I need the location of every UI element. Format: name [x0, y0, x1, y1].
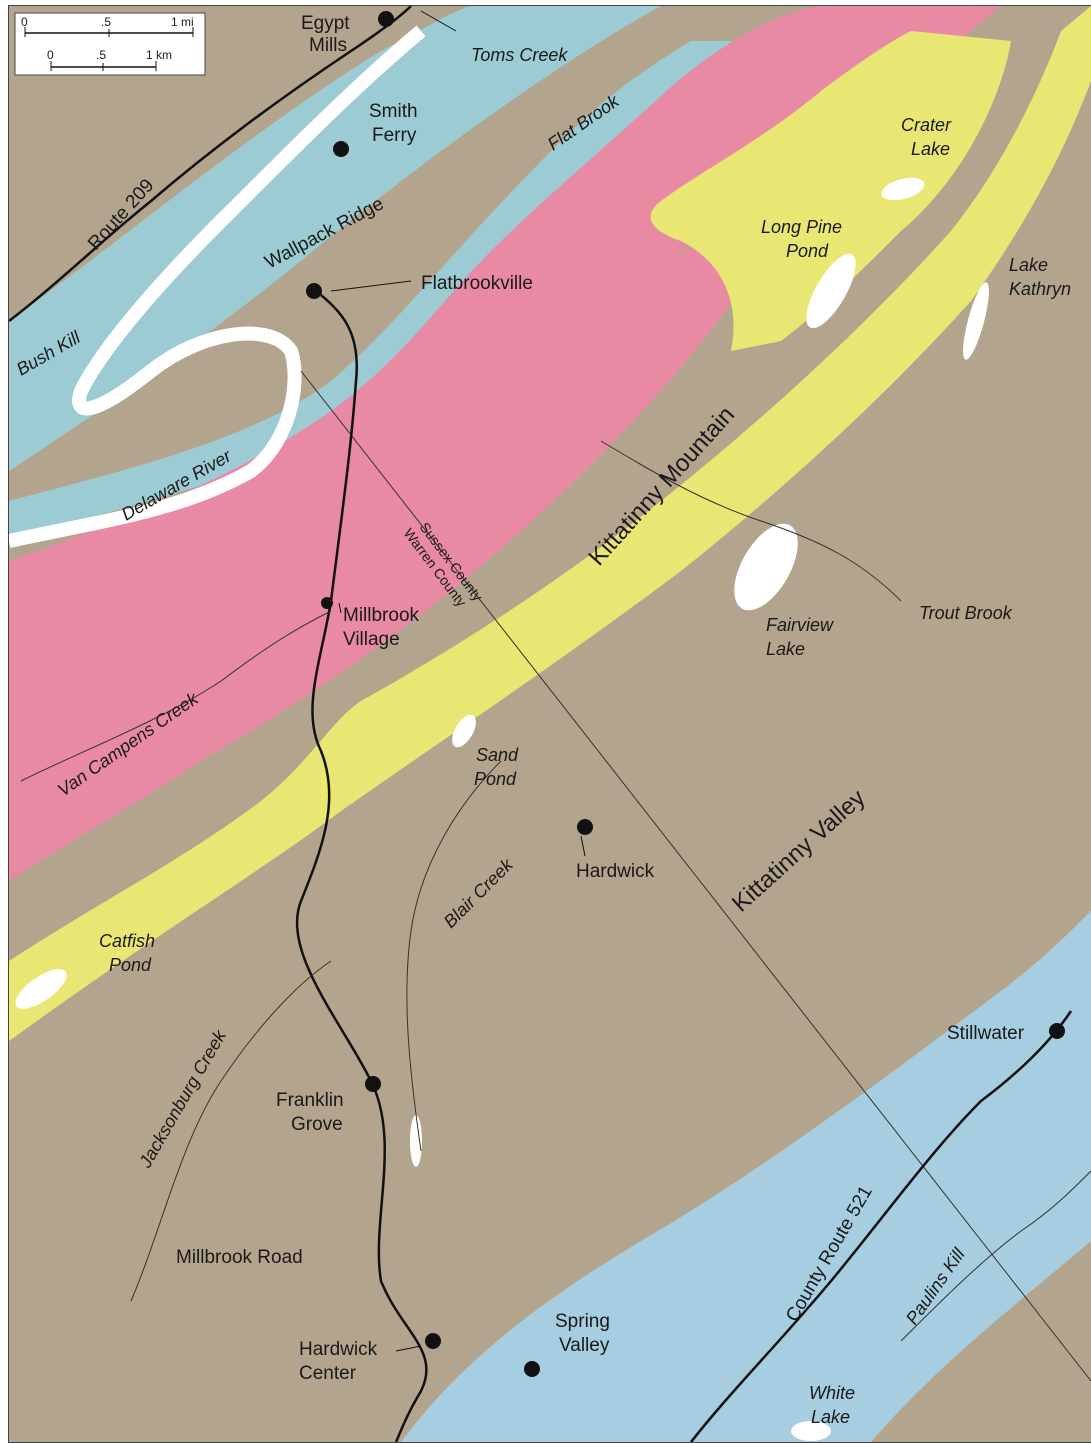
label-stillwater: Stillwater — [947, 1023, 1025, 1044]
label-flatbrookville: Flatbrookville — [421, 273, 533, 294]
catfish-pond — [15, 969, 67, 1009]
label-white-lake-2: Lake — [811, 1407, 850, 1427]
long-pine-pond — [806, 253, 856, 329]
label-crater-lake-2: Lake — [911, 139, 950, 159]
label-long-pine-pond-1: Long Pine — [761, 217, 842, 237]
white-lake — [791, 1421, 831, 1441]
route-209-road — [9, 6, 412, 322]
label-toms-creek: Toms Creek — [471, 45, 568, 65]
label-catfish-pond-2: Pond — [109, 955, 152, 975]
label-white-lake-1: White — [809, 1383, 855, 1403]
leader-lines — [330, 10, 586, 1352]
scale-mi-0: 0 — [21, 15, 28, 29]
hardwick-marker — [577, 819, 593, 835]
spring-valley-marker — [524, 1361, 540, 1377]
scale-mi-half: .5 — [101, 15, 111, 29]
crater-lake — [881, 177, 925, 201]
pink-formation-lower — [9, 239, 761, 881]
label-crater-lake-1: Crater — [901, 115, 952, 135]
label-millbrook-village-1: Millbrook — [343, 605, 420, 626]
label-spring-valley-2: Valley — [559, 1335, 610, 1356]
label-spring-valley-1: Spring — [555, 1311, 610, 1332]
small-pond — [410, 1115, 422, 1167]
pink-formation — [9, 6, 1001, 791]
label-trout-brook: Trout Brook — [919, 603, 1013, 623]
scale-km-half: .5 — [96, 48, 106, 62]
yellow-formation-crater — [650, 31, 1011, 351]
fairview-lake — [734, 523, 798, 611]
scale-mi-1: 1 mi — [171, 15, 194, 29]
millbrook-road — [295, 290, 428, 1442]
smith-ferry-marker — [333, 141, 349, 157]
label-millbrook-road: Millbrook Road — [176, 1247, 303, 1268]
hardwick-center-marker — [425, 1333, 441, 1349]
label-millbrook-village-2: Village — [343, 629, 400, 650]
label-hardwick: Hardwick — [576, 861, 655, 882]
scale-km-1: 1 km — [146, 48, 172, 62]
label-hardwick-center-1: Hardwick — [299, 1339, 378, 1360]
label-catfish-pond-1: Catfish — [99, 931, 155, 951]
county-boundary-line — [300, 370, 1091, 1382]
yellow-formation-ridge — [9, 6, 1091, 1041]
label-smith-ferry-2: Ferry — [372, 125, 417, 146]
label-hardwick-center-2: Center — [299, 1363, 357, 1384]
light-blue-formation-valley — [401, 911, 1091, 1442]
county-route-521-road — [690, 1010, 1073, 1442]
label-sand-pond-2: Pond — [474, 769, 517, 789]
millbrook-village-marker — [321, 597, 333, 609]
sand-pond — [452, 714, 476, 748]
blue-formation-delaware — [9, 41, 761, 546]
label-long-pine-pond-2: Pond — [786, 241, 829, 261]
map-canvas: 0 .5 1 mi 0 .5 1 km Egypt Mills Smith Fe… — [9, 6, 1091, 1442]
geologic-map: 0 .5 1 mi 0 .5 1 km Egypt Mills Smith Fe… — [8, 5, 1091, 1443]
label-smith-ferry-1: Smith — [369, 101, 418, 122]
scale-km-0: 0 — [47, 48, 54, 62]
label-lake-kathryn-1: Lake — [1009, 255, 1048, 275]
flatbrookville-marker — [306, 283, 322, 299]
creeks — [20, 440, 1091, 1342]
delaware-river — [9, 25, 426, 548]
scale-bar: 0 .5 1 mi 0 .5 1 km — [14, 12, 206, 76]
label-egypt-mills-1: Egypt — [301, 13, 350, 34]
label-lake-kathryn-2: Kathryn — [1009, 279, 1071, 299]
label-franklin-grove-2: Grove — [291, 1114, 343, 1135]
label-sand-pond-1: Sand — [476, 745, 519, 765]
egypt-mills-marker — [378, 11, 394, 27]
label-egypt-mills-2: Mills — [309, 35, 347, 56]
lake-kathryn — [963, 282, 989, 360]
franklin-grove-marker — [365, 1076, 381, 1092]
label-fairview-lake-2: Lake — [766, 639, 805, 659]
label-franklin-grove-1: Franklin — [276, 1090, 344, 1111]
stillwater-marker — [1049, 1023, 1065, 1039]
label-fairview-lake-1: Fairview — [766, 615, 834, 635]
